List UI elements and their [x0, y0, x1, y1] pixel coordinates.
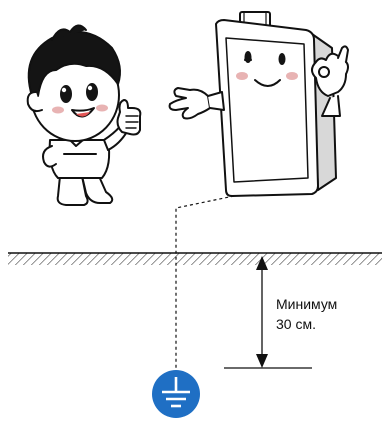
ground-symbol-icon — [152, 370, 200, 418]
soil-surface — [8, 252, 382, 265]
ground-wire — [175, 195, 235, 380]
boy-mascot — [26, 24, 142, 206]
boiler-mascot — [168, 11, 349, 197]
depth-label-line1: Минимум — [276, 296, 338, 312]
depth-annotation: Минимум 30 см. — [276, 294, 376, 334]
depth-dimension — [224, 256, 312, 369]
depth-label-line2: 30 см. — [276, 316, 316, 332]
